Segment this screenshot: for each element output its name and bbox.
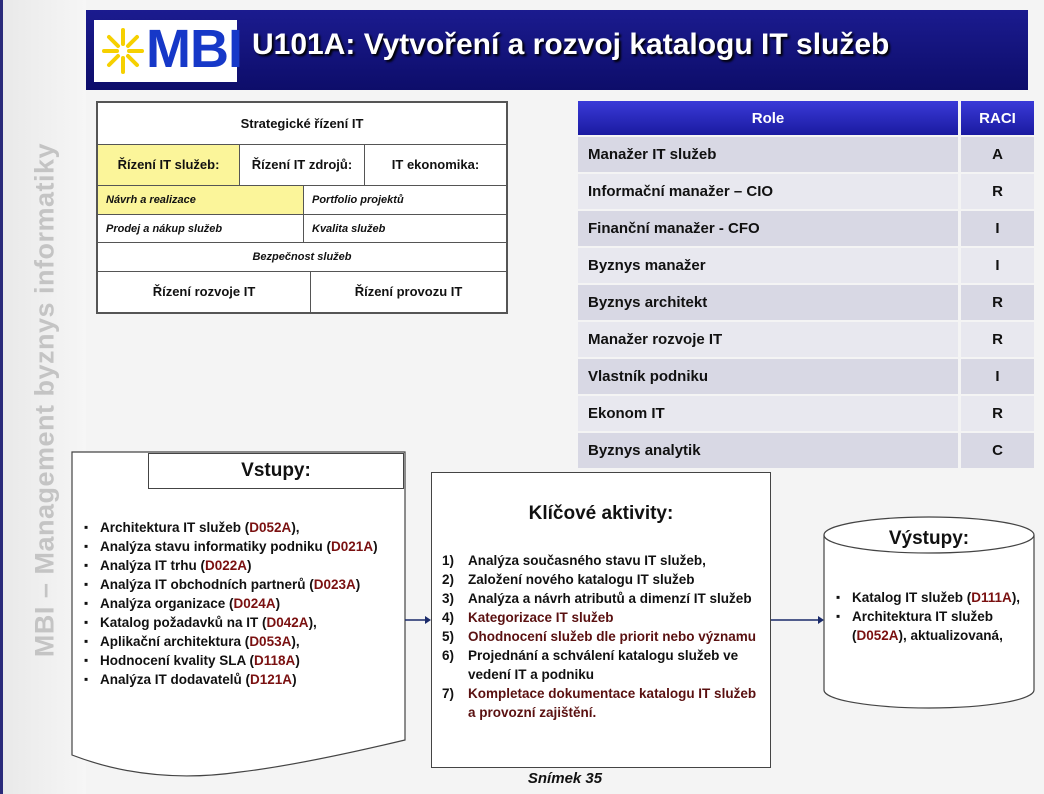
activities-box: Klíčové aktivity: 1)Analýza současného s…	[431, 472, 771, 768]
list-item: 7)Kompletace dokumentace katalogu IT slu…	[442, 686, 757, 720]
slide-number: Snímek 35	[527, 770, 603, 787]
raci-role: Vlastník podniku	[578, 359, 958, 394]
raci-role: Finanční manažer - CFO	[578, 211, 958, 246]
list-item: Katalog IT služeb (D111A),	[836, 588, 1032, 607]
page-title: U101A: Vytvoření a rozvoj katalogu IT sl…	[252, 28, 890, 61]
list-item: Analýza IT obchodních partnerů (D023A)	[84, 575, 384, 594]
raci-header-role: Role	[578, 101, 958, 135]
outputs-title: Výstupy:	[888, 528, 970, 549]
logo-text: MBI	[146, 19, 243, 79]
raci-role: Byznys architekt	[578, 285, 958, 320]
list-item: Katalog požadavků na IT (D042A),	[84, 613, 384, 632]
list-item: 1)Analýza současného stavu IT služeb,	[442, 553, 706, 568]
list-item: 4)Kategorizace IT služeb	[442, 610, 614, 625]
raci-role: Informační manažer – CIO	[578, 174, 958, 209]
list-item: 3)Analýza a návrh atributů a dimenzí IT …	[442, 591, 752, 606]
outputs-list: Katalog IT služeb (D111A), Architektura …	[836, 588, 1032, 645]
raci-role: Ekonom IT	[578, 396, 958, 431]
inputs-title: Vstupy:	[148, 453, 404, 489]
list-item: Analýza stavu informatiky podniku (D021A…	[84, 537, 384, 556]
list-item: 6)Projednání a schválení katalogu služeb…	[442, 648, 739, 682]
outputs-cylinder-top	[823, 516, 1035, 554]
fw-security: Bezpečnost služeb	[97, 242, 507, 272]
list-item: Architektura IT služeb (D052A), aktualiz…	[836, 607, 1032, 645]
fw-resource-mgmt: Řízení IT zdrojů:	[239, 144, 365, 186]
raci-role: Byznys manažer	[578, 248, 958, 283]
raci-value: R	[961, 396, 1034, 431]
raci-role: Manažer rozvoje IT	[578, 322, 958, 357]
raci-value: I	[961, 248, 1034, 283]
fw-quality: Kvalita služeb	[303, 214, 507, 243]
activities-list: 1)Analýza současného stavu IT služeb, 2)…	[442, 551, 767, 722]
arrowhead-outputs	[818, 616, 824, 624]
raci-value: A	[961, 137, 1034, 172]
fw-design: Návrh a realizace	[97, 185, 304, 215]
raci-header-raci: RACI	[961, 101, 1034, 135]
arrowhead-inputs	[425, 616, 431, 624]
framework-diagram: Strategické řízení IT Řízení IT služeb: …	[96, 101, 508, 314]
mbi-logo: MBI	[94, 19, 243, 82]
raci-value: I	[961, 211, 1034, 246]
fw-operations: Řízení provozu IT	[310, 271, 507, 313]
list-item: Aplikační architektura (D053A),	[84, 632, 384, 651]
fw-service-mgmt: Řízení IT služeb:	[97, 144, 240, 186]
side-band: MBI – Management byznys informatiky	[0, 0, 86, 794]
raci-header: Role RACI	[578, 101, 1034, 135]
list-item: Analýza organizace (D024A)	[84, 594, 384, 613]
sun-icon	[102, 28, 144, 74]
raci-role: Manažer IT služeb	[578, 137, 958, 172]
raci-value: I	[961, 359, 1034, 394]
fw-development: Řízení rozvoje IT	[97, 271, 311, 313]
list-item: Analýza IT trhu (D022A)	[84, 556, 384, 575]
raci-value: C	[961, 433, 1034, 468]
activities-title: Klíčové aktivity:	[528, 503, 674, 524]
raci-value: R	[961, 322, 1034, 357]
list-item: 2)Založení nového katalogu IT služeb	[442, 572, 695, 587]
inputs-list: Architektura IT služeb (D052A), Analýza …	[84, 518, 384, 689]
list-item: 5)Ohodnocení služeb dle priorit nebo výz…	[442, 629, 757, 644]
fw-sales: Prodej a nákup služeb	[97, 214, 304, 243]
list-item: Architektura IT služeb (D052A),	[84, 518, 384, 537]
fw-portfolio: Portfolio projektů	[303, 185, 507, 215]
raci-role: Byznys analytik	[578, 433, 958, 468]
raci-value: R	[961, 285, 1034, 320]
list-item: Analýza IT dodavatelů (D121A)	[84, 670, 384, 689]
raci-value: R	[961, 174, 1034, 209]
list-item: Hodnocení kvality SLA (D118A)	[84, 651, 384, 670]
title-bar	[86, 10, 1028, 90]
fw-strategic: Strategické řízení IT	[97, 102, 507, 145]
